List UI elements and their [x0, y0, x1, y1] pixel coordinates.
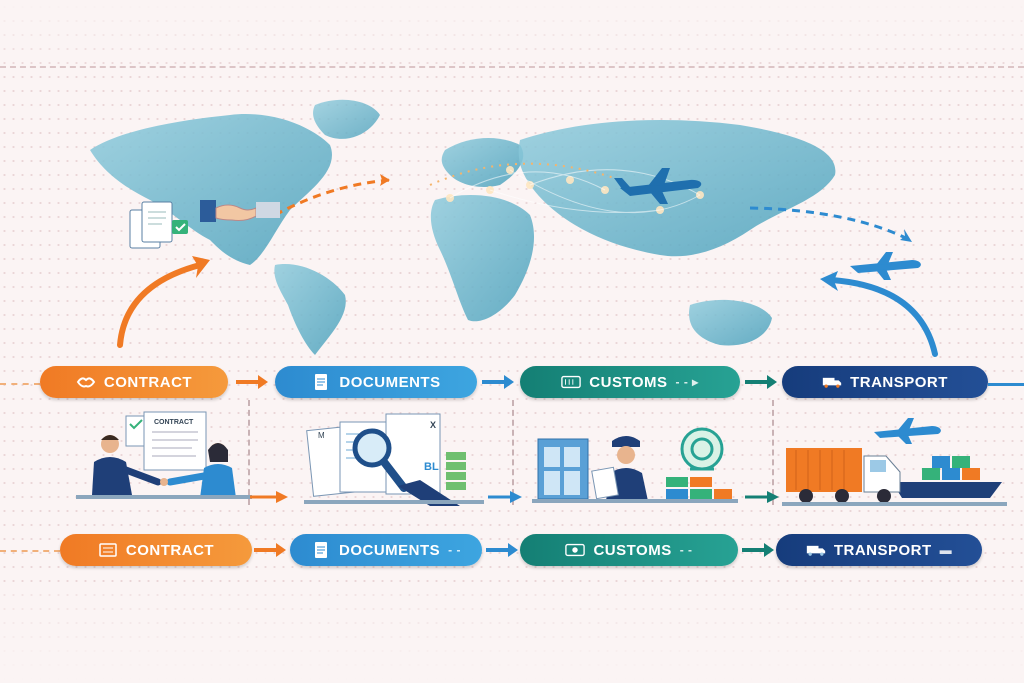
flow-bottom-transport[interactable]: TRANSPORT ▬	[776, 534, 982, 566]
flow-top-documents-label: DOCUMENTS	[339, 373, 441, 391]
arrow-right-icon	[745, 491, 779, 503]
australia-shape	[689, 299, 772, 346]
separator	[772, 400, 774, 505]
decorative-dashes: - -	[679, 543, 693, 557]
customs-icon	[561, 374, 582, 390]
documents-inspection-scene: M X BL	[304, 413, 484, 506]
flow-bottom-transport-label: TRANSPORT	[833, 541, 932, 559]
orange-curve-arrow	[117, 256, 210, 348]
handshake-icon	[76, 374, 96, 390]
blue-curve-arrow	[820, 271, 938, 357]
route-dotted	[429, 162, 621, 186]
truck-icon	[806, 542, 826, 558]
south-america-shape	[274, 264, 346, 355]
arrow-right-icon	[482, 375, 514, 389]
decorative-dashes: - - ▸	[675, 375, 699, 389]
bottom-fade	[0, 590, 1024, 683]
transport-scene	[782, 418, 1007, 506]
decorative-dashes: - -	[448, 543, 461, 557]
route-orange	[274, 178, 391, 217]
arrow-right-icon	[254, 543, 286, 557]
doc-bl-label: BL	[424, 461, 439, 473]
europe-shape	[441, 138, 524, 187]
lead-out-line	[988, 383, 1024, 386]
arrow-right-icon	[745, 375, 777, 389]
route-blue	[749, 206, 911, 242]
airplane-icon-right	[850, 252, 921, 280]
world-map	[90, 99, 921, 355]
contract-handshake-illustration	[129, 200, 280, 249]
flow-top-transport[interactable]: TRANSPORT	[782, 366, 988, 398]
document-icon	[98, 542, 118, 558]
flow-top-customs-label: CUSTOMS	[589, 373, 668, 391]
contract-meeting-scene: CONTRACT	[76, 411, 252, 499]
arrow-right-icon	[236, 375, 268, 389]
flow-top-transport-label: TRANSPORT	[850, 373, 948, 391]
africa-shape	[430, 195, 535, 322]
arrow-right-icon	[486, 543, 518, 557]
document-icon	[311, 542, 331, 558]
divider-line	[0, 66, 1024, 68]
decorative-dashes: ▬	[939, 543, 953, 557]
flow-top-customs[interactable]: CUSTOMS - - ▸	[520, 366, 740, 398]
flow-bottom-customs-label: CUSTOMS	[593, 541, 672, 559]
separator	[248, 400, 250, 505]
airplane-icon-upper	[614, 168, 702, 204]
separator	[512, 400, 514, 505]
customs-officer-scene	[532, 427, 738, 503]
contract-doc-title: CONTRACT	[154, 419, 194, 426]
doc-m-label: M	[318, 431, 325, 440]
flow-top-documents[interactable]: DOCUMENTS	[275, 366, 477, 398]
lead-in-line	[0, 550, 60, 552]
truck-icon	[822, 374, 842, 390]
doc-x-label: X	[430, 420, 436, 430]
airplane-icon-transport	[874, 418, 941, 444]
flow-bottom-documents-label: DOCUMENTS	[339, 541, 441, 559]
document-icon	[311, 374, 331, 390]
flow-bottom-contract-label: CONTRACT	[125, 541, 215, 559]
greenland-shape	[313, 99, 380, 139]
flow-bottom-customs[interactable]: CUSTOMS - -	[520, 534, 738, 566]
arrow-right-icon	[250, 491, 288, 503]
top-fade	[0, 0, 1024, 70]
lead-in-line	[0, 383, 40, 385]
customs-icon	[565, 542, 586, 558]
flow-bottom-contract[interactable]: CONTRACT	[60, 534, 252, 566]
flow-top-contract[interactable]: CONTRACT	[40, 366, 228, 398]
flow-top-contract-label: CONTRACT	[103, 373, 193, 391]
north-america-shape	[90, 114, 332, 265]
arrow-right-icon	[742, 543, 774, 557]
arrow-right-icon	[488, 491, 522, 503]
flow-bottom-documents[interactable]: DOCUMENTS - -	[290, 534, 482, 566]
